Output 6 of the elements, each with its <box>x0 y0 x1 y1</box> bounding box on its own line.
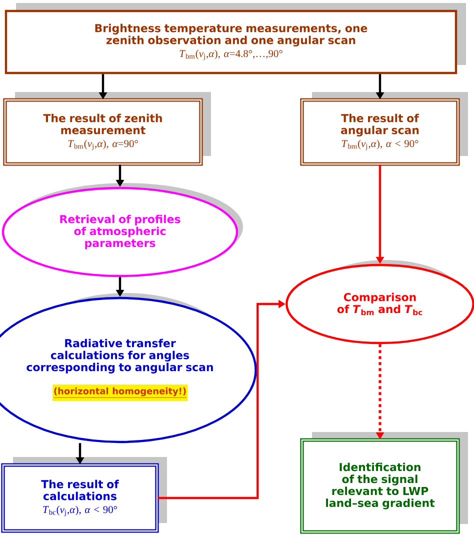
process-box: The result of zenith measurement T$_{bm}$(ν$_{j}$,α), α=90° <box>3 92 211 166</box>
process-box: The result of angular scan T$_{bm}$(ν$_{j}$,α), α < 90° <box>300 92 468 166</box>
node-label: Comparison of T$_{bm}$ and T$_{bc}$ <box>337 292 422 316</box>
process-box: Brightness temperature measurements, one zenith observation and one angular scan T$_{bm}$(ν$_{j}$,α), α=4.8°,…,90° <box>4 3 466 74</box>
process-box: Identification of the signal relevant to LWP land–sea gradient <box>300 432 468 534</box>
process-box: The result of calculations T$_{bc}$(ν$_{j}$,α), α < 90° <box>1 457 167 533</box>
